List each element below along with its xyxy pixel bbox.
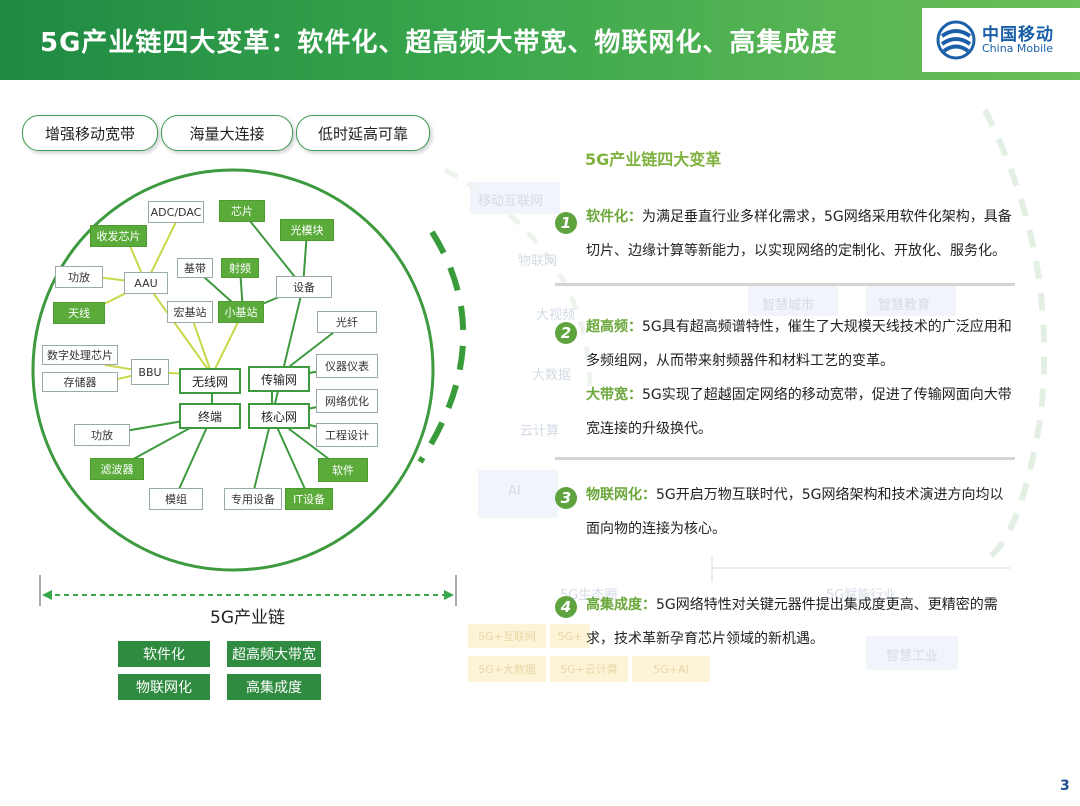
node-transport-network: 传输网 xyxy=(248,366,310,392)
node-terminal: 终端 xyxy=(179,403,241,429)
logo-text-cn: 中国移动 xyxy=(982,25,1054,45)
item-softwarization: 软件化：为满足垂直行业多样化需求，5G网络采用软件化架构，具备切片、边缘计算等新… xyxy=(586,200,1016,268)
node-it-equipment: IT设备 xyxy=(285,488,333,510)
item-high-frequency: 超高频：5G具有超高频谱特性，催生了大规模天线技术的广泛应用和多频组网，从而带来… xyxy=(586,310,1016,378)
number-badge: 4 xyxy=(555,596,577,618)
bg-label: 大视频 xyxy=(536,308,576,323)
node-dedicated-equipment: 专用设备 xyxy=(224,488,282,510)
node-filter: 滤波器 xyxy=(90,458,144,480)
node-rf: 射频 xyxy=(221,258,259,278)
node-power-amp: 功放 xyxy=(55,266,103,288)
tag-iot: 物联网化 xyxy=(118,674,210,700)
item-heading: 高集成度： xyxy=(586,597,656,613)
separator xyxy=(555,283,1015,286)
bg-box xyxy=(470,182,560,214)
bg-box xyxy=(866,286,956,316)
bg-tile: 5G+云计算 xyxy=(550,656,628,682)
bg-label: 大数据 xyxy=(532,368,572,383)
node-baseband: 基带 xyxy=(177,258,213,278)
node-equipment: 设备 xyxy=(276,276,332,298)
item-text: 为满足垂直行业多样化需求，5G网络采用软件化架构，具备切片、边缘计算等新能力，以… xyxy=(586,209,1012,259)
page-title: 5G产业链四大变革：软件化、超高频大带宽、物联网化、高集成度 xyxy=(40,28,838,58)
tag-high-integration: 高集成度 xyxy=(227,674,321,700)
item-large-bandwidth: 大带宽：5G实现了超越固定网络的移动宽带，促进了传输网面向大带宽连接的升级换代。 xyxy=(586,378,1016,446)
bg-label: 云计算 xyxy=(520,424,560,439)
tag-high-frequency-bandwidth: 超高频大带宽 xyxy=(227,641,321,667)
node-aau: AAU xyxy=(124,272,168,294)
item-text: 5G开启万物互联时代，5G网络架构和技术演进方向均以面向物的连接为核心。 xyxy=(586,487,1004,537)
node-module: 模组 xyxy=(149,488,203,510)
bg-box xyxy=(748,286,838,316)
node-adc-dac: ADC/DAC xyxy=(148,201,204,223)
node-instruments: 仪器仪表 xyxy=(316,354,378,378)
bg-label: AI xyxy=(508,484,521,499)
bg-label: 5G赋能行业 xyxy=(826,588,897,603)
node-core-network: 核心网 xyxy=(248,403,310,429)
item-text: 5G具有超高频谱特性，催生了大规模天线技术的广泛应用和多频组网，从而带来射频器件… xyxy=(586,319,1012,369)
item-heading: 大带宽： xyxy=(586,387,642,403)
page-number: 3 xyxy=(1060,778,1070,794)
bg-label: 物联网 xyxy=(518,254,558,269)
pill-urllc: 低时延高可靠 xyxy=(296,115,430,151)
dashed-arc xyxy=(417,230,467,464)
china-mobile-logo-icon xyxy=(936,20,976,60)
node-fiber: 光纤 xyxy=(317,311,377,333)
section-title: 5G产业链四大变革 xyxy=(585,150,722,169)
node-software: 软件 xyxy=(318,458,368,482)
node-engineering-design: 工程设计 xyxy=(316,423,378,447)
node-antenna: 天线 xyxy=(53,302,105,324)
bg-tile: 5G+AI xyxy=(632,656,710,682)
node-chip: 芯片 xyxy=(219,200,265,222)
item-text: 5G网络特性对关键元器件提出集成度更高、更精密的需求，技术革新孕育芯片领域的新机… xyxy=(586,597,998,647)
tag-softwarization: 软件化 xyxy=(118,641,210,667)
chain-label: 5G产业链 xyxy=(210,608,285,628)
node-storage: 存储器 xyxy=(42,372,118,392)
bg-tile: 5G+ xyxy=(550,624,590,648)
node-dsp-chip: 数字处理芯片 xyxy=(42,345,118,365)
bg-tile: 5G+互联网 xyxy=(468,624,546,648)
bg-box xyxy=(866,636,958,670)
node-bbu: BBU xyxy=(131,359,169,385)
node-small-cell: 小基站 xyxy=(218,301,264,323)
logo-text-en: China Mobile xyxy=(982,42,1054,55)
separator xyxy=(555,457,1015,460)
bg-label: 移动互联网 xyxy=(478,194,544,209)
item-high-integration: 高集成度：5G网络特性对关键元器件提出集成度更高、更精密的需求，技术革新孕育芯片… xyxy=(586,588,1016,656)
node-wireless-network: 无线网 xyxy=(179,368,241,394)
node-optical-module: 光模块 xyxy=(280,219,334,241)
pill-embb: 增强移动宽带 xyxy=(22,115,158,151)
item-iot: 物联网化：5G开启万物互联时代，5G网络架构和技术演进方向均以面向物的连接为核心… xyxy=(586,478,1016,546)
item-heading: 物联网化： xyxy=(586,487,656,503)
node-network-optimization: 网络优化 xyxy=(316,389,378,413)
item-heading: 超高频： xyxy=(586,319,642,335)
title-bar: 5G产业链四大变革：软件化、超高频大带宽、物联网化、高集成度 xyxy=(0,0,1080,80)
item-heading: 软件化： xyxy=(586,209,642,225)
item-text: 5G实现了超越固定网络的移动宽带，促进了传输网面向大带宽连接的升级换代。 xyxy=(586,387,1012,437)
node-transceiver-chip: 收发芯片 xyxy=(90,225,147,247)
number-badge: 3 xyxy=(555,487,577,509)
pill-mmtc: 海量大连接 xyxy=(161,115,293,151)
bg-tile: 5G+大数据 xyxy=(468,656,546,682)
number-badge: 2 xyxy=(555,322,577,344)
bg-box xyxy=(478,470,558,518)
number-badge: 1 xyxy=(555,212,577,234)
node-macro-station: 宏基站 xyxy=(167,301,213,323)
bg-label: 智慧城市 xyxy=(762,298,815,313)
bg-label: 智慧工业 xyxy=(886,649,939,664)
node-power-amp-2: 功放 xyxy=(74,424,130,446)
bg-label: 智慧教育 xyxy=(878,298,931,313)
